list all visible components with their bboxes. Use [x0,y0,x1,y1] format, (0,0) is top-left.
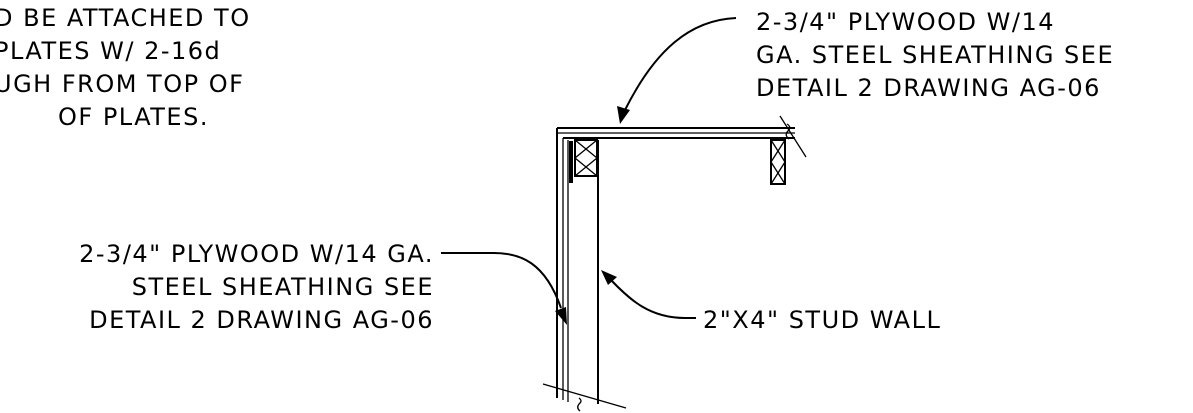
top-left-note-line-3: UGH FROM TOP OF [0,70,244,98]
leader-right [601,270,696,319]
end-joist [770,139,786,185]
leader-right-line [610,279,696,319]
end-joist-x2 [770,139,786,163]
left-note-line-1: 2-3/4" PLYWOOD W/14 GA. [79,240,434,268]
end-joist-box [770,139,786,185]
stud-wall [542,128,627,412]
top-plate-block-x2 [574,139,598,159]
wall-break-mark [577,397,582,412]
deck-break-line [779,115,807,158]
left-note-line-2: STEEL SHEATHING SEE [132,273,434,301]
anchor-bolt [569,141,573,183]
top-left-note-line-4: OF PLATES. [58,103,209,131]
leader-right-arrowhead [601,270,617,285]
right-note-line-1: 2"X4" STUD WALL [703,306,941,334]
top-left-note-line-1: D BE ATTACHED TO [0,4,251,32]
top-right-note: 2-3/4" PLYWOOD W/14 GA. STEEL SHEATHING … [756,8,1114,102]
left-note-line-3: DETAIL 2 DRAWING AG-06 [89,306,434,334]
end-joist-x4 [770,161,786,185]
leader-top-right-arrowhead [617,106,630,124]
leader-top-right-line [624,17,737,111]
top-plate-block-x4 [574,157,598,177]
top-right-note-line-1: 2-3/4" PLYWOOD W/14 [756,8,1055,36]
leader-left [441,252,567,325]
top-deck [557,115,807,158]
left-note: 2-3/4" PLYWOOD W/14 GA. STEEL SHEATHING … [79,240,434,334]
leader-left-arrowhead [555,307,567,325]
leader-top-right [617,17,737,124]
leader-left-line [441,252,562,309]
top-right-note-line-3: DETAIL 2 DRAWING AG-06 [756,74,1101,102]
wall-break-line [542,383,627,409]
top-right-note-line-2: GA. STEEL SHEATHING SEE [756,41,1114,69]
top-left-note: D BE ATTACHED TO PLATES W/ 2-16d UGH FRO… [0,4,251,131]
top-plate-block [574,139,598,177]
top-left-note-line-2: PLATES W/ 2-16d [0,37,221,65]
right-note: 2"X4" STUD WALL [703,306,941,334]
top-plate-blocking [569,139,598,183]
deck-break-mark [785,123,791,140]
